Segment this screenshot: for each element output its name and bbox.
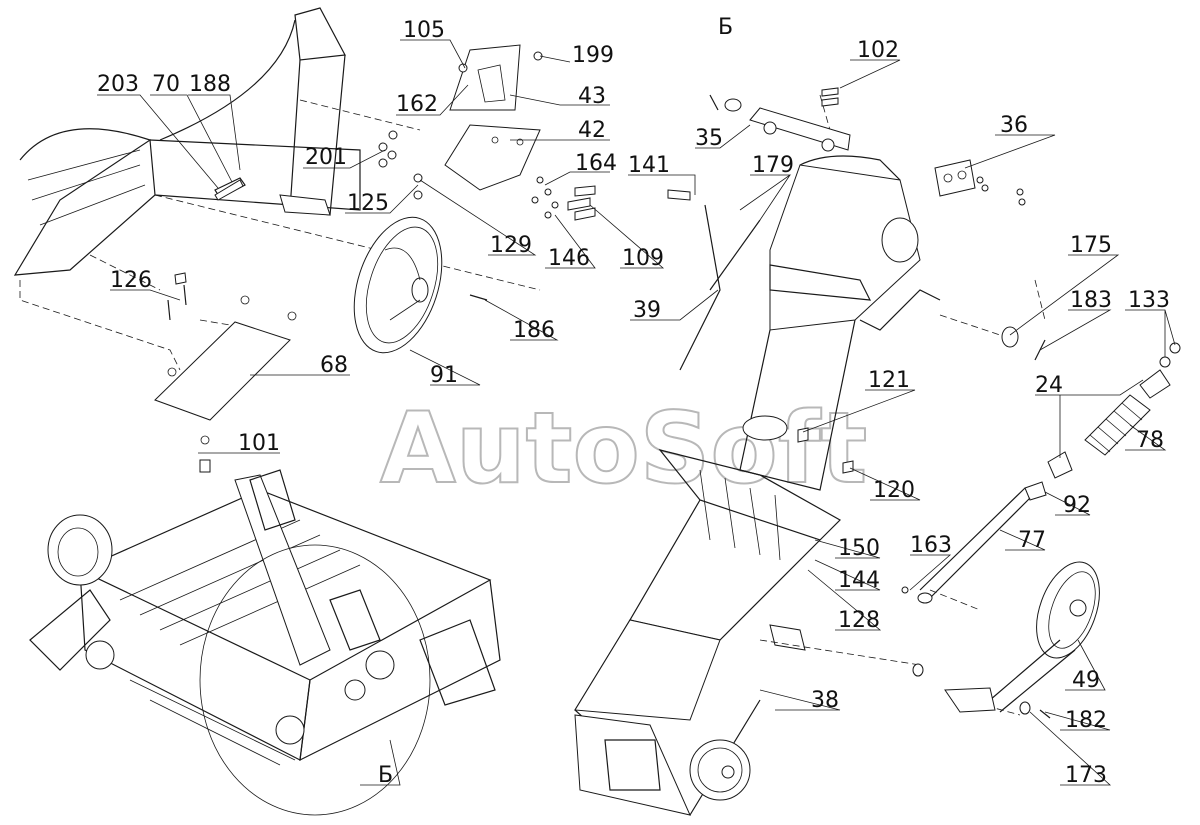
callout-91: 91 bbox=[430, 363, 458, 388]
assembly-lines-top-left bbox=[19, 99, 541, 371]
rod-39 bbox=[667, 189, 761, 371]
callout-146: 146 bbox=[548, 246, 590, 271]
bracket-35 bbox=[709, 94, 851, 152]
callout-173: 173 bbox=[1065, 763, 1107, 788]
bushing-24 bbox=[1047, 369, 1171, 479]
callout-175: 175 bbox=[1070, 233, 1112, 258]
callout-133: 133 bbox=[1128, 288, 1170, 313]
callout-201: 201 bbox=[305, 145, 347, 170]
callout-49: 49 bbox=[1072, 668, 1100, 693]
callout-183: 183 bbox=[1070, 288, 1112, 313]
callout-144: 144 bbox=[838, 568, 880, 593]
bolt-126 bbox=[167, 272, 187, 321]
callout-38: 38 bbox=[811, 688, 839, 713]
callout-186: 186 bbox=[513, 318, 555, 343]
callout-101: 101 bbox=[238, 431, 280, 456]
callout-163: 163 bbox=[910, 533, 952, 558]
callout-35: 35 bbox=[695, 126, 723, 151]
callout-141: 141 bbox=[628, 153, 670, 178]
discharge-chute-lower bbox=[574, 499, 821, 816]
mounting-plate-68 bbox=[154, 295, 297, 473]
callout-125: 125 bbox=[347, 191, 389, 216]
callout-109: 109 bbox=[622, 246, 664, 271]
callout-39: 39 bbox=[633, 298, 661, 323]
callout-162: 162 bbox=[396, 92, 438, 117]
pulley-91 bbox=[353, 216, 443, 354]
callout-42: 42 bbox=[578, 118, 606, 143]
callout-70: 70 bbox=[152, 72, 180, 97]
callout-150: 150 bbox=[838, 536, 880, 561]
callout-179: 179 bbox=[752, 153, 794, 178]
watermark: AutoSoft bbox=[380, 392, 867, 506]
bracket-42 bbox=[444, 124, 541, 191]
callout-126: 126 bbox=[110, 268, 152, 293]
frame-section-top-left bbox=[13, 7, 361, 276]
discharge-chute-upper bbox=[658, 155, 941, 561]
callout-68: 68 bbox=[320, 353, 348, 378]
callout-164: 164 bbox=[575, 151, 617, 176]
callout-36: 36 bbox=[1000, 113, 1028, 138]
callout-labels: Б 105 199 203 70 188 162 43 42 201 164 1… bbox=[97, 15, 1170, 788]
rod-77 bbox=[917, 487, 1031, 604]
callout-77: 77 bbox=[1018, 528, 1046, 553]
callout-120: 120 bbox=[873, 478, 915, 503]
callout-182: 182 bbox=[1065, 708, 1107, 733]
callout-121: 121 bbox=[868, 368, 910, 393]
callout-105: 105 bbox=[403, 18, 445, 43]
callout-24: 24 bbox=[1035, 373, 1063, 398]
callout-102: 102 bbox=[857, 38, 899, 63]
bracket-43 bbox=[449, 44, 521, 111]
callout-199: 199 bbox=[572, 43, 614, 68]
callout-203: 203 bbox=[97, 72, 139, 97]
callout-129: 129 bbox=[490, 233, 532, 258]
callout-188: 188 bbox=[189, 72, 231, 97]
spring-78 bbox=[1084, 394, 1151, 456]
wheel-49 bbox=[944, 561, 1100, 713]
view-marker-label: Б bbox=[718, 15, 733, 40]
bushing-92 bbox=[1024, 481, 1047, 501]
callout-128: 128 bbox=[838, 608, 880, 633]
callout-78: 78 bbox=[1136, 428, 1164, 453]
callout-43: 43 bbox=[578, 84, 606, 109]
callout-92: 92 bbox=[1063, 493, 1091, 518]
leader-lines bbox=[97, 39, 1176, 786]
machine-assembly-overview bbox=[29, 469, 501, 816]
callout-view-b-ref: Б bbox=[378, 763, 393, 788]
plate-36 bbox=[934, 159, 976, 197]
fasteners-right bbox=[797, 87, 1181, 719]
